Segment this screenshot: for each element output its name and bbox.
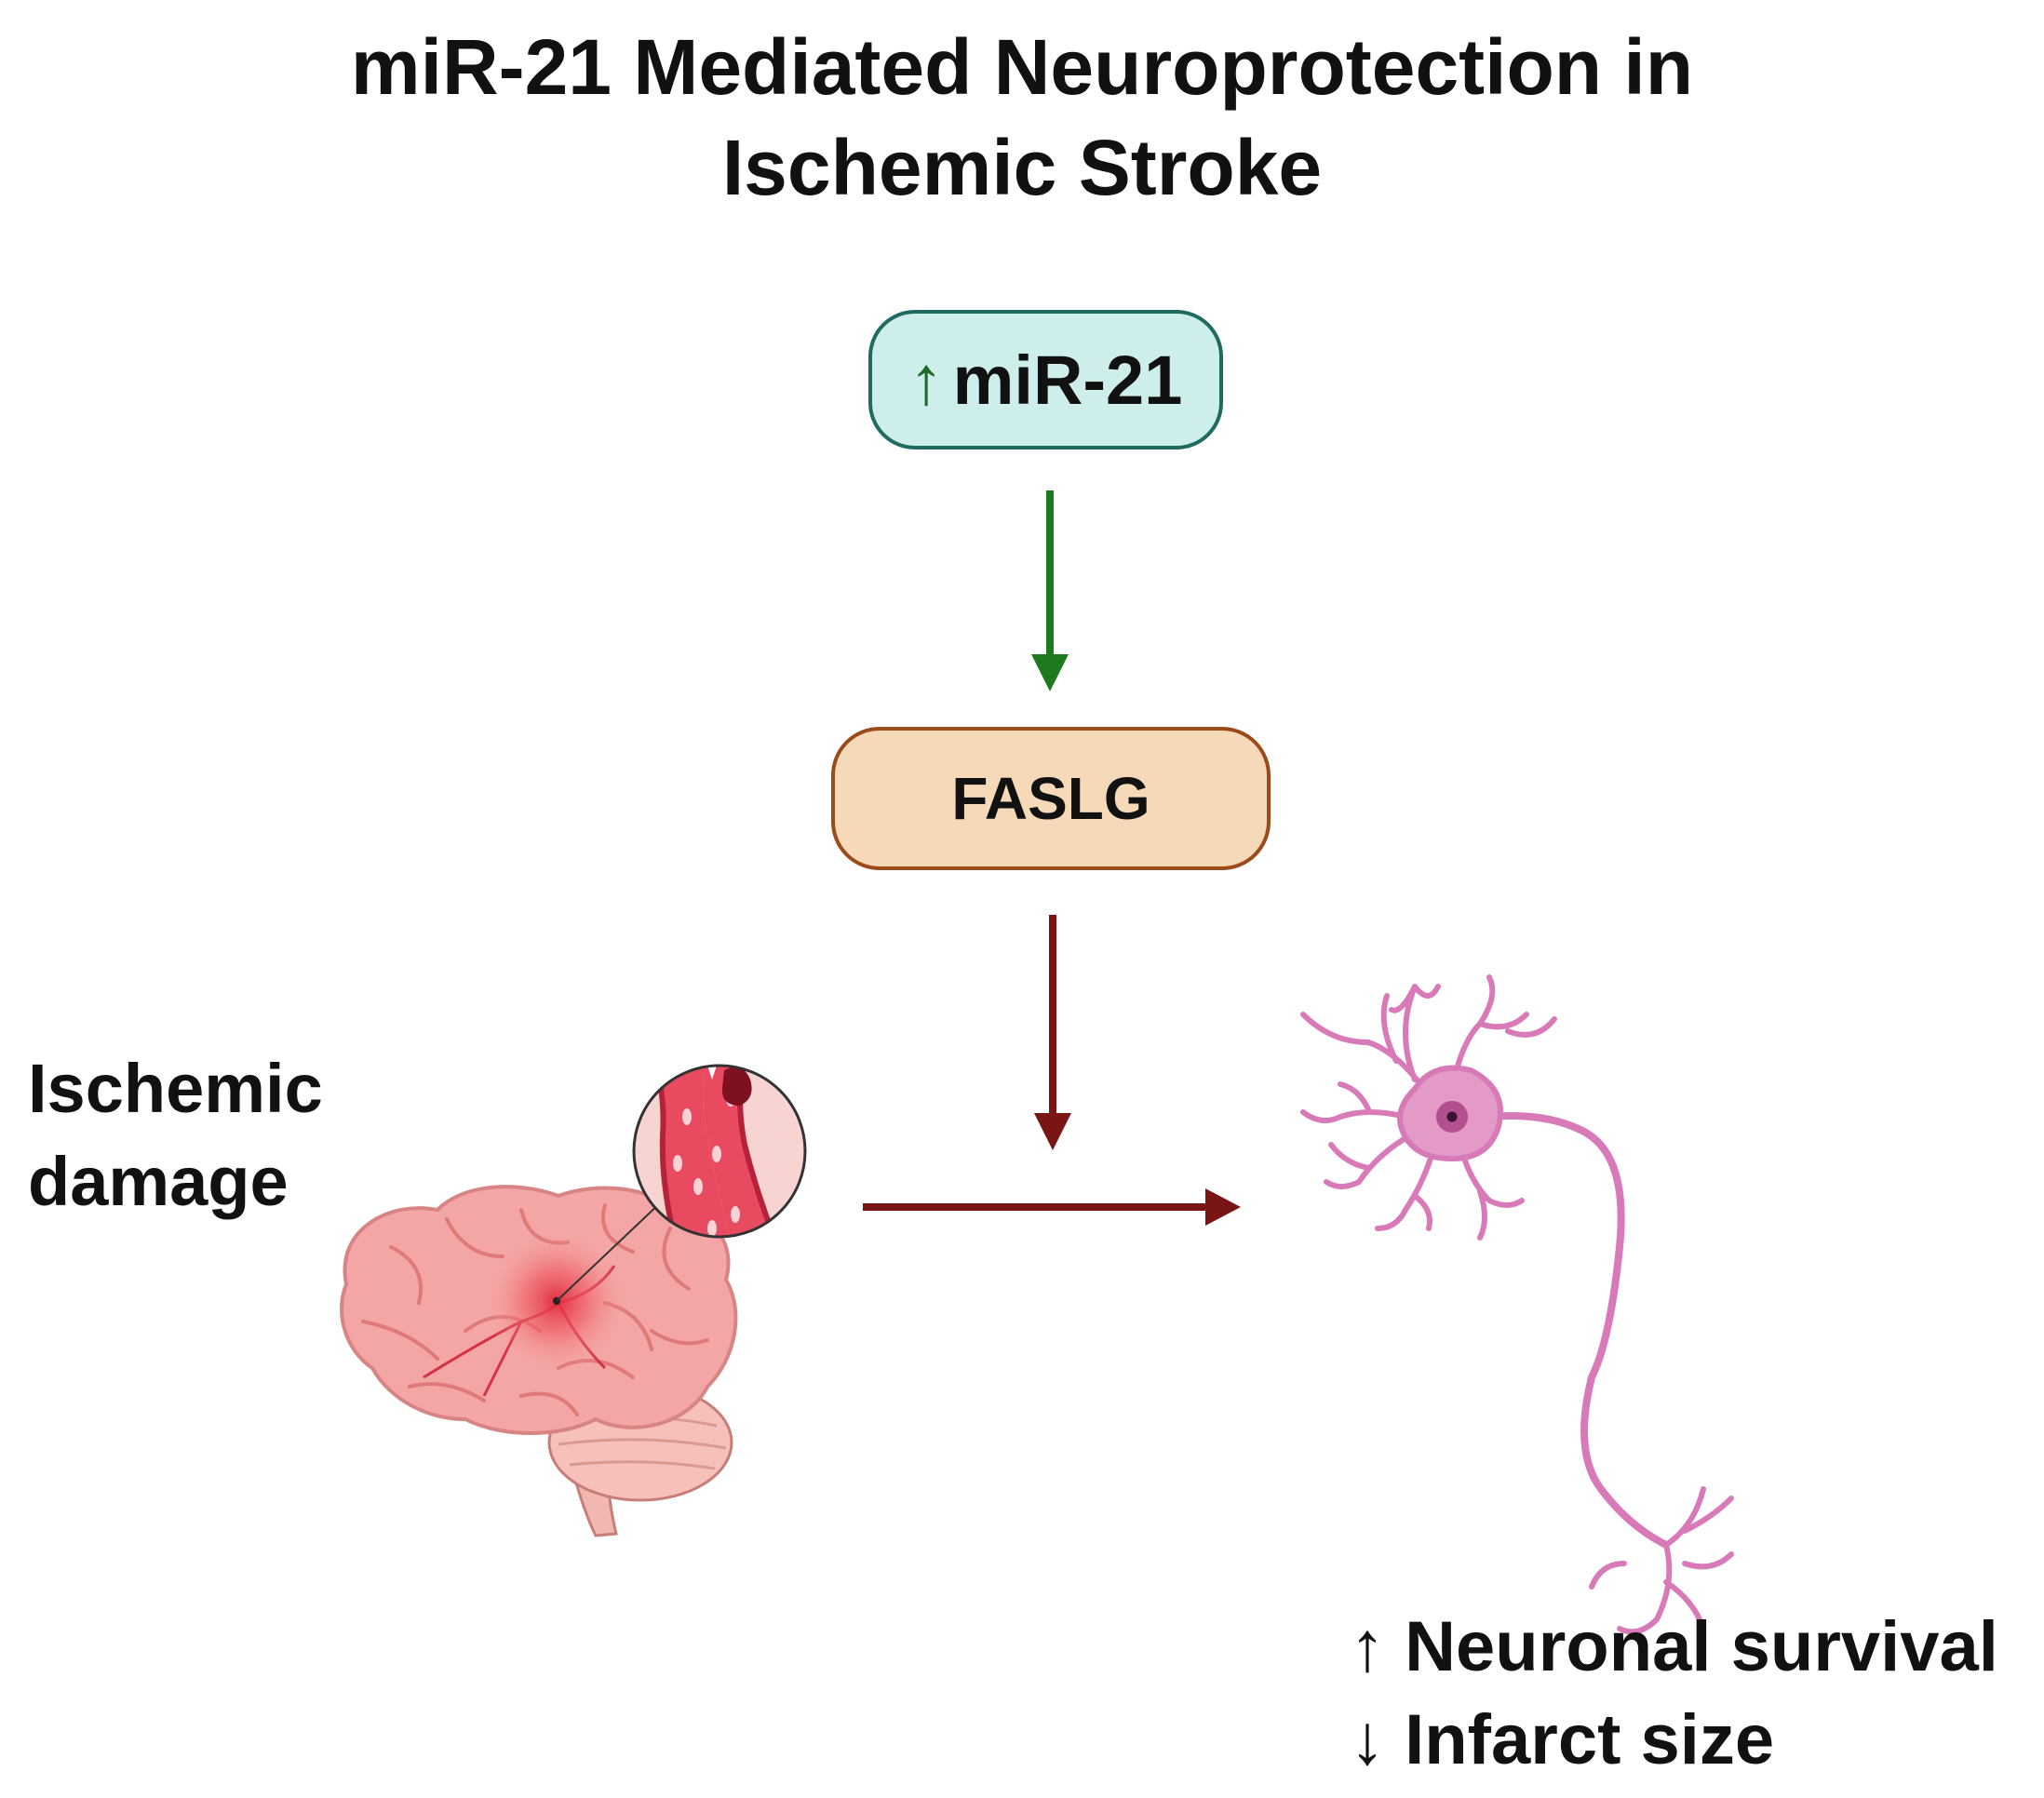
title-line-2: Ischemic Stroke	[721, 124, 1323, 211]
diagram-title: miR-21 Mediated Neuroprotection in Ische…	[0, 17, 2044, 218]
title-line-1: miR-21 Mediated Neuroprotection in	[350, 23, 1694, 111]
increase-arrow-icon: ↑	[1350, 1607, 1385, 1686]
brain-icon	[340, 1185, 738, 1537]
mir-21-label: miR-21	[952, 341, 1183, 419]
upregulation-arrow-icon: ↑	[908, 341, 944, 419]
faslg-node: FASLG	[831, 727, 1271, 870]
activation-arrow	[1031, 490, 1069, 691]
damage-arrow	[863, 1188, 1241, 1226]
ischemic-damage-line-1: Ischemic	[28, 1050, 323, 1127]
mir-21-node: ↑ miR-21	[868, 310, 1223, 450]
blood-clot-vessel-icon	[632, 1064, 807, 1239]
ischemic-damage-label: Ischemic damage	[28, 1042, 323, 1228]
neuron-icon	[1300, 974, 1734, 1635]
outcome-neuronal-survival: ↑ Neuronal survival	[1350, 1601, 1998, 1694]
faslg-label: FASLG	[951, 765, 1150, 832]
outcome-label: Infarct size	[1405, 1700, 1775, 1779]
outcome-label: Neuronal survival	[1405, 1607, 1998, 1686]
outcomes-list: ↑ Neuronal survival ↓ Infarct size	[1350, 1601, 1998, 1787]
decrease-arrow-icon: ↓	[1350, 1700, 1385, 1779]
ischemic-damage-line-2: damage	[28, 1143, 289, 1220]
inhibition-arrow	[1034, 915, 1071, 1150]
outcome-infarct-size: ↓ Infarct size	[1350, 1694, 1998, 1787]
